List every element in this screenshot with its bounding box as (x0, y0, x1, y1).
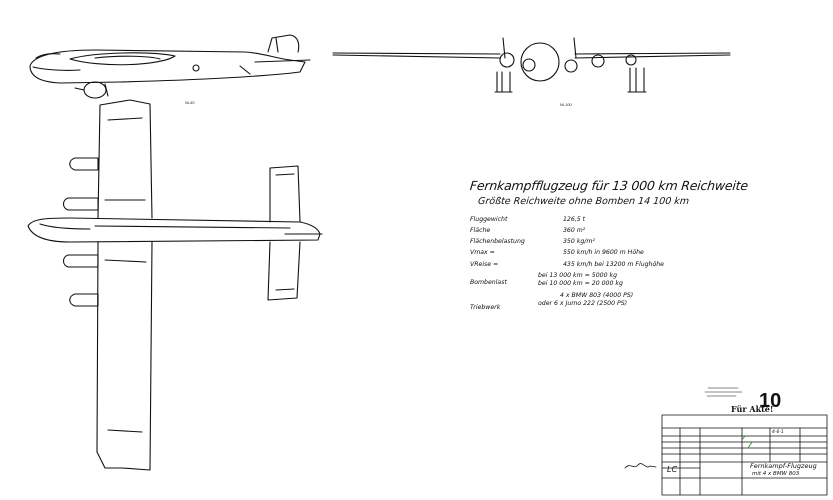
document-subtitle: Größte Reichweite ohne Bomben 14 100 km (477, 196, 690, 207)
sheet-number: 10 (759, 390, 782, 412)
title-block-code: LC (667, 465, 678, 474)
spec-value: 435 km/h bei 13200 m Flughöhe (563, 261, 664, 268)
akte-stamp: Für Akte! (731, 404, 774, 414)
spec-value: 360 m² (563, 227, 586, 234)
side-view: Ni-40 (29, 34, 311, 105)
spec-label: Fluggewicht (470, 216, 508, 223)
triebwerk-line: oder 6 x Jumo 222 (2500 PS) (538, 300, 628, 307)
spec-label: Fläche (470, 227, 491, 234)
front-view-scale-label: Ni-100 (560, 102, 573, 107)
stamp-lines (704, 387, 743, 397)
bombenlast-line: bei 13 000 km = 5000 kg (538, 272, 617, 279)
spec-label: Vmax = (470, 249, 495, 256)
triebwerk-line: 4 x BMW 803 (4000 PS) (560, 292, 634, 299)
spec-value: 350 kg/m² (563, 238, 595, 245)
spec-label: Flächenbelastung (470, 238, 525, 245)
spec-label: VReise = (470, 261, 499, 268)
side-view-scale-label: Ni-40 (185, 100, 195, 105)
title-block-engines: mit 4 x BMW 803 (752, 471, 800, 477)
document-title: Fernkampfflugzeug für 13 000 km Reichwei… (469, 178, 749, 193)
bombenlast-line: bei 10 000 km = 20 000 kg (538, 280, 623, 287)
title-block-drawing-name: Fernkampf-Flugzeug (750, 462, 817, 470)
title-block (624, 414, 828, 496)
bombenlast-label: Bombenlast (470, 279, 507, 286)
spec-value: 126,5 t (563, 216, 586, 223)
spec-value: 550 km/h in 9600 m Höhe (563, 249, 644, 256)
top-view (27, 99, 323, 471)
front-view: Ni-100 (332, 37, 731, 107)
triebwerk-label: Triebwerk (470, 304, 501, 311)
title-block-ref: 4-6-1 (772, 430, 784, 435)
